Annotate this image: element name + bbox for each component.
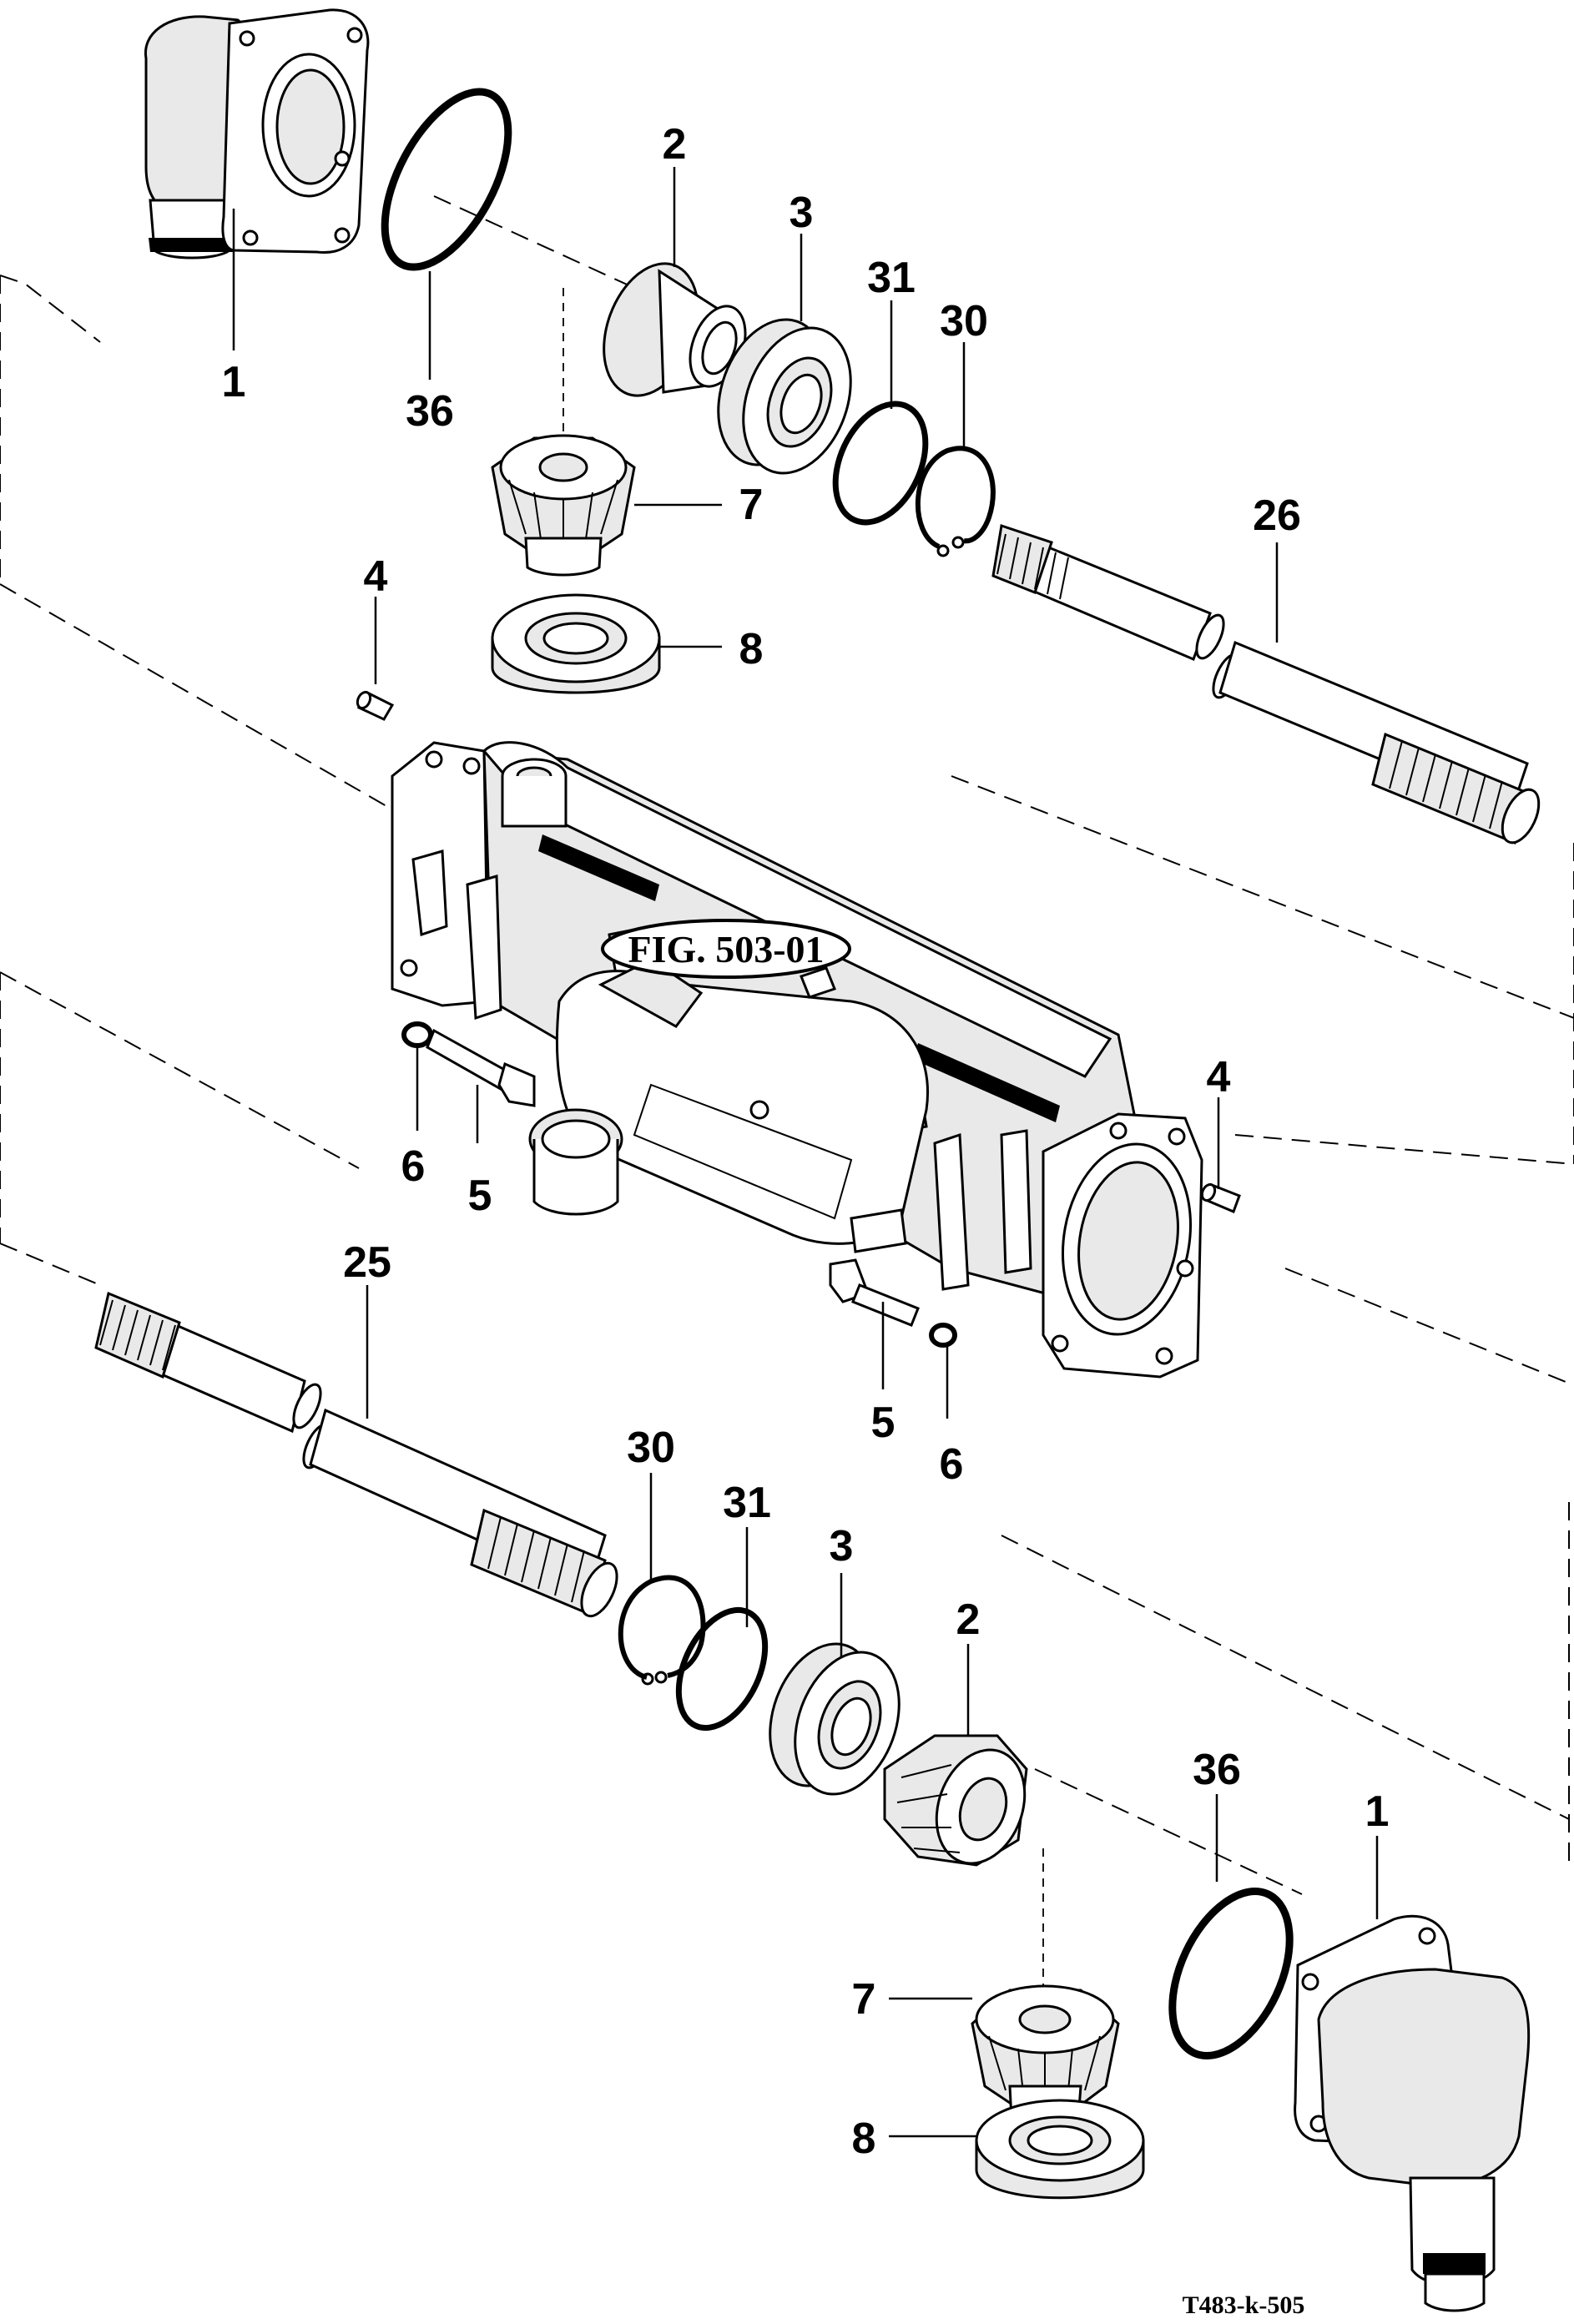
o-ring-bottom	[1168, 1888, 1294, 2059]
callout-5-left: 5	[468, 1172, 492, 1220]
figure-reference: FIG. 503-01	[601, 919, 851, 979]
shim-ring-top	[832, 401, 929, 526]
callout-30-top: 30	[940, 297, 988, 345]
centerlines	[0, 195, 1574, 1986]
callout-7-top: 7	[739, 481, 764, 529]
dash-right-lower	[1234, 1134, 1574, 1165]
callout-6-right: 6	[940, 1440, 964, 1489]
callout-4-left: 4	[364, 552, 388, 601]
callout-3-bottom: 3	[830, 1522, 854, 1570]
drawing-code: T483-k-505	[1183, 2291, 1305, 2319]
dash-left-to-shaft	[0, 1243, 101, 1286]
callout-1-top: 1	[222, 358, 246, 406]
callout-36-top: 36	[406, 387, 454, 436]
callout-7-bottom: 7	[852, 1975, 876, 2024]
dash-lower-right	[1001, 1535, 1570, 1820]
ball-bearing-bottom	[769, 1642, 901, 1796]
callout-8-top: 8	[739, 625, 764, 673]
drive-shaft-25	[94, 1291, 618, 1618]
callout-2-bottom: 2	[956, 1596, 981, 1644]
callout-6-left: 6	[401, 1142, 426, 1191]
bolt-right	[829, 1258, 920, 1327]
bevel-pinion-top	[491, 434, 636, 577]
dash-lower-left	[0, 971, 360, 1169]
dash-upper-to-housing	[0, 583, 393, 810]
dash-lower-axis	[1034, 1768, 1303, 1895]
washer-right	[929, 1323, 957, 1348]
callout-1-bottom: 1	[1365, 1787, 1390, 1836]
o-ring-top	[381, 88, 512, 271]
callout-8-bottom: 8	[852, 2115, 876, 2163]
dash-right-housing	[1284, 1268, 1574, 1386]
dash-upper-left	[0, 275, 101, 343]
axle-housing	[391, 741, 1203, 1379]
callout-30-bottom: 30	[627, 1424, 675, 1472]
washer-left	[401, 1021, 433, 1048]
dash-right-from-shaft	[951, 775, 1574, 1019]
elbow-housing-top	[144, 8, 370, 260]
leader-lines	[232, 167, 1379, 2138]
snap-ring-top	[915, 446, 996, 557]
callout-4-right: 4	[1207, 1053, 1231, 1102]
dowel-pin-left	[356, 690, 395, 721]
pinion-bearing-bottom	[975, 2099, 1145, 2200]
snap-ring-bottom	[618, 1575, 706, 1686]
callout-31-top: 31	[867, 254, 916, 302]
pinion-bearing-top	[491, 593, 661, 694]
bolt-left	[426, 1028, 536, 1107]
callout-2-top: 2	[663, 120, 687, 169]
callout-36-bottom: 36	[1193, 1746, 1241, 1794]
callout-31-bottom: 31	[723, 1479, 771, 1527]
drive-shaft-26	[991, 524, 1541, 845]
elbow-housing-bottom	[1294, 1914, 1531, 2312]
callout-5-right: 5	[871, 1399, 895, 1447]
callout-3-top: 3	[790, 189, 814, 237]
figure-reference-text: FIG. 503-01	[628, 928, 824, 970]
callout-25: 25	[343, 1238, 391, 1287]
ball-bearing-top	[717, 318, 852, 475]
bevel-gear-bottom	[883, 1734, 1028, 1867]
dowel-pin-right	[1200, 1182, 1241, 1213]
dash-top-axis	[433, 195, 635, 289]
shim-ring-bottom	[675, 1606, 769, 1732]
callouts: 1 36 2 3 31 30 7 26 4 8 6 5 4 25 5 6 30 …	[222, 120, 1390, 2163]
callout-26: 26	[1253, 492, 1301, 540]
